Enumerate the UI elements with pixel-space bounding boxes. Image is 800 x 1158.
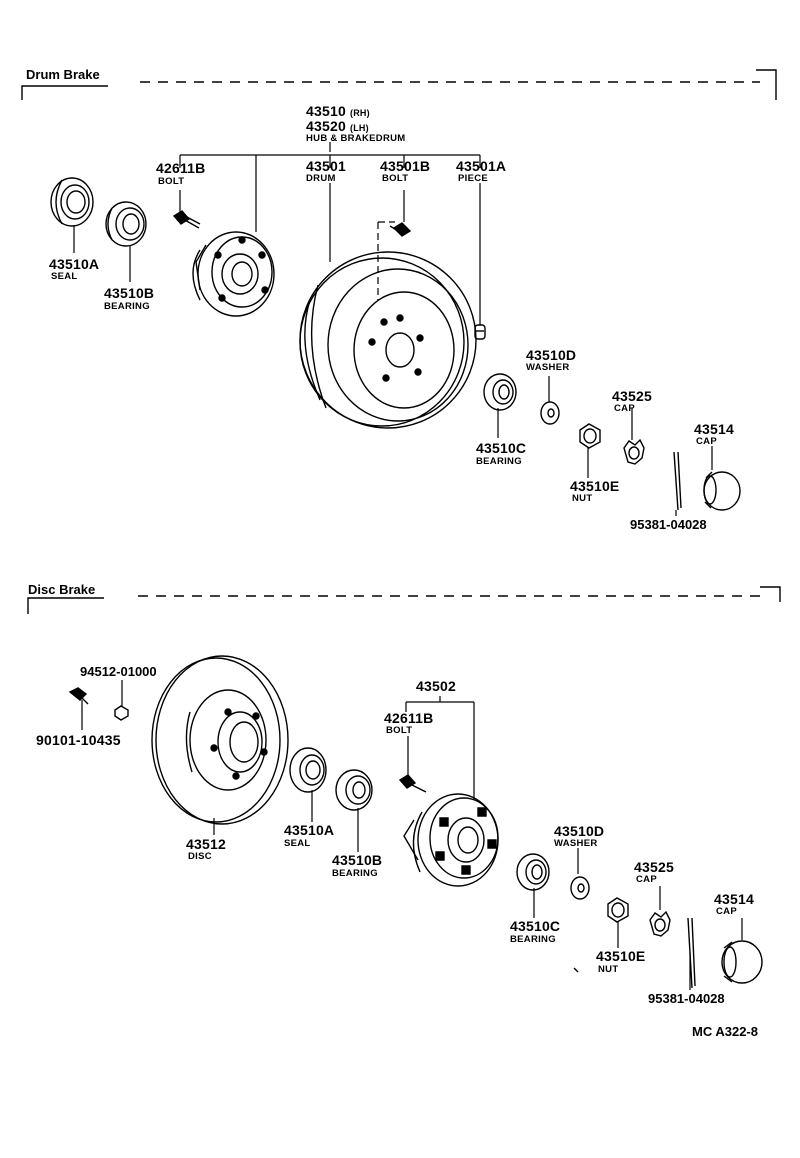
drum-hub-assy-rh-label: 43510 (RH) bbox=[306, 103, 370, 119]
drum-name: DRUM bbox=[306, 173, 336, 184]
drum-hub-assy-lh-pn: 43520 bbox=[306, 118, 346, 134]
disc-section-frame bbox=[28, 587, 780, 614]
drum-nut-cap-pn: 43525 bbox=[612, 388, 652, 404]
drum-cotter-pin-pn: 95381-04028 bbox=[630, 517, 707, 532]
disc-washer-pn: 43510D bbox=[554, 823, 605, 839]
disc-hub-bolt-drawing bbox=[400, 775, 426, 792]
drum-piece-pn: 43501A bbox=[456, 158, 507, 174]
disc-small-bolt-pn: 90101-10435 bbox=[36, 732, 121, 748]
disc-outer-bearing-pn: 43510C bbox=[510, 918, 561, 934]
drum-outer-bearing-pn: 43510C bbox=[476, 440, 527, 456]
drum-piece-name: PIECE bbox=[458, 173, 489, 184]
drum-hub-assy-lh-suffix: (LH) bbox=[350, 123, 369, 133]
drum-nut-pn: 43510E bbox=[570, 478, 620, 494]
disc-outer-bearing-drawing bbox=[517, 854, 549, 890]
disc-grease-cap-name: CAP bbox=[716, 906, 737, 917]
disc-outer-bearing-name: BEARING bbox=[510, 934, 556, 945]
drum-outer-bearing-drawing bbox=[484, 374, 516, 410]
disc-seal-name: SEAL bbox=[284, 838, 311, 849]
drum-hub-assy-name: HUB & BRAKEDRUM bbox=[306, 133, 406, 144]
drum-hub-bolt-drawing bbox=[174, 211, 200, 228]
drum-inner-bearing-pn: 43510B bbox=[104, 285, 155, 301]
disc-hub-drawing bbox=[404, 794, 498, 886]
disc-grease-cap-pn: 43514 bbox=[714, 891, 754, 907]
disc-inner-bearing-drawing bbox=[336, 770, 372, 810]
drum-section-frame bbox=[22, 70, 776, 100]
brake-disc-drawing bbox=[152, 656, 288, 824]
drum-leader-lines bbox=[74, 142, 712, 516]
drum-inner-bearing-name: BEARING bbox=[104, 301, 150, 312]
drum-piece-drawing bbox=[475, 325, 485, 339]
drum-grease-cap-pn: 43514 bbox=[694, 421, 734, 437]
drum-hub-assy-lh-label: 43520 (LH) bbox=[306, 118, 369, 134]
drum-grease-cap-name: CAP bbox=[696, 436, 717, 447]
drum-nut-name: NUT bbox=[572, 493, 593, 504]
drum-cotter-pin-drawing bbox=[674, 452, 681, 510]
disc-nut-cap-name: CAP bbox=[636, 874, 657, 885]
disc-small-nut-pn: 94512-01000 bbox=[80, 664, 157, 679]
drum-seal-pn: 43510A bbox=[49, 256, 100, 272]
drum-section-title: Drum Brake bbox=[26, 67, 100, 82]
drum-washer-pn: 43510D bbox=[526, 347, 577, 363]
disc-pn: 43512 bbox=[186, 836, 226, 852]
drum-outer-bearing-name: BEARING bbox=[476, 456, 522, 467]
disc-inner-bearing-name: BEARING bbox=[332, 868, 378, 879]
disc-nut-name: NUT bbox=[598, 964, 619, 975]
stray-mark bbox=[574, 968, 578, 972]
disc-hub-bolt-pn: 42611B bbox=[384, 710, 434, 726]
disc-name: DISC bbox=[188, 851, 212, 862]
disc-leader-lines bbox=[82, 680, 742, 990]
drum-nut-cap-name: CAP bbox=[614, 403, 635, 414]
disc-nut-drawing bbox=[608, 898, 628, 922]
disc-hub-assy-pn: 43502 bbox=[416, 678, 456, 694]
drum-hub-bolt-pn: 42611B bbox=[156, 160, 206, 176]
footer-code: MC A322-8 bbox=[692, 1024, 758, 1039]
disc-small-nut-drawing bbox=[115, 706, 128, 720]
drum-hub-drawing bbox=[193, 232, 274, 316]
disc-nut-pn: 43510E bbox=[596, 948, 646, 964]
drum-bolt-name: BOLT bbox=[382, 173, 409, 184]
drum-seal-drawing bbox=[51, 178, 93, 226]
drum-hub-assy-rh-pn: 43510 bbox=[306, 103, 346, 119]
disc-seal-drawing bbox=[290, 748, 326, 792]
drum-hub-assy-rh-suffix: (RH) bbox=[350, 108, 370, 118]
disc-washer-drawing bbox=[571, 877, 589, 899]
drum-nut-cap-drawing bbox=[624, 440, 644, 464]
drum-washer-name: WASHER bbox=[526, 362, 570, 373]
disc-section-title: Disc Brake bbox=[28, 582, 96, 597]
drum-inner-bearing-drawing bbox=[106, 202, 146, 246]
disc-seal-pn: 43510A bbox=[284, 822, 335, 838]
disc-nut-cap-drawing bbox=[650, 912, 670, 936]
disc-small-bolt-drawing bbox=[70, 688, 88, 704]
drum-bolt-drawing bbox=[390, 223, 410, 236]
drum-nut-drawing bbox=[580, 424, 600, 448]
disc-grease-cap-drawing bbox=[722, 941, 762, 983]
drum-pn: 43501 bbox=[306, 158, 346, 174]
drum-bolt-pn: 43501B bbox=[380, 158, 431, 174]
disc-inner-bearing-pn: 43510B bbox=[332, 852, 383, 868]
drum-hub-bolt-name: BOLT bbox=[158, 176, 185, 187]
disc-washer-name: WASHER bbox=[554, 838, 598, 849]
drum-washer-drawing bbox=[541, 402, 559, 424]
brake-drum-drawing bbox=[300, 252, 476, 428]
drum-grease-cap-drawing bbox=[704, 472, 740, 510]
disc-nut-cap-pn: 43525 bbox=[634, 859, 674, 875]
disc-cotter-pin-pn: 95381-04028 bbox=[648, 991, 725, 1006]
drum-seal-name: SEAL bbox=[51, 271, 78, 282]
disc-hub-bolt-name: BOLT bbox=[386, 725, 413, 736]
disc-cotter-pin-drawing bbox=[688, 918, 695, 988]
